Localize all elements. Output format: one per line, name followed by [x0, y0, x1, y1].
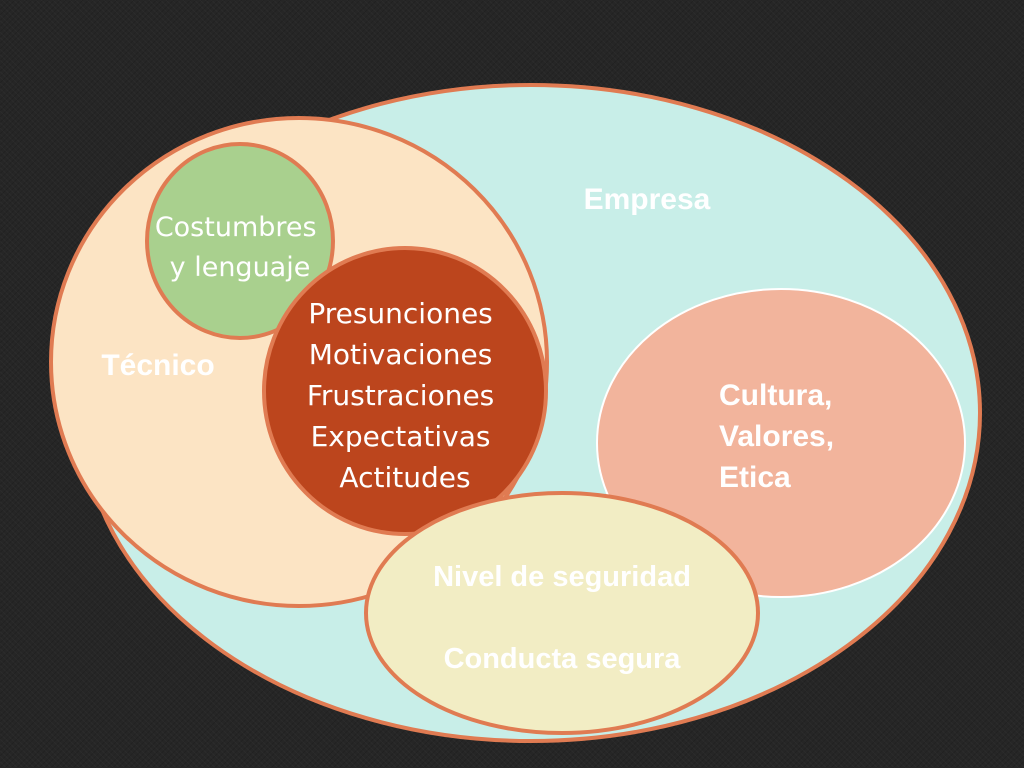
costumbres-line-1: Costumbres	[155, 212, 317, 243]
empresa-label: Empresa	[584, 183, 711, 216]
cultura-label: Cultura, Valores, Etica	[719, 379, 842, 494]
nucleo-line-3: Frustraciones	[307, 379, 494, 412]
nucleo-label: Presunciones Motivaciones Frustraciones …	[307, 297, 503, 494]
costumbres-ellipse	[145, 142, 335, 340]
seguridad-label-2: Conducta segura	[444, 643, 682, 675]
cultura-line-1: Cultura,	[719, 379, 832, 412]
seguridad-label-1: Nivel de seguridad	[433, 561, 691, 593]
nucleo-line-5: Actitudes	[339, 461, 470, 494]
nucleo-line-4: Expectativas	[311, 420, 491, 453]
nucleo-line-2: Motivaciones	[309, 338, 493, 371]
seguridad-ellipse	[364, 491, 760, 735]
nucleo-line-1: Presunciones	[308, 297, 492, 330]
cultura-line-3: Etica	[719, 461, 791, 494]
nucleo-ellipse	[262, 246, 548, 536]
tecnico-label: Técnico	[101, 349, 214, 382]
costumbres-label: Costumbres y lenguaje	[155, 212, 325, 283]
costumbres-line-2: y lenguaje	[170, 252, 311, 283]
cultura-line-2: Valores,	[719, 420, 834, 453]
